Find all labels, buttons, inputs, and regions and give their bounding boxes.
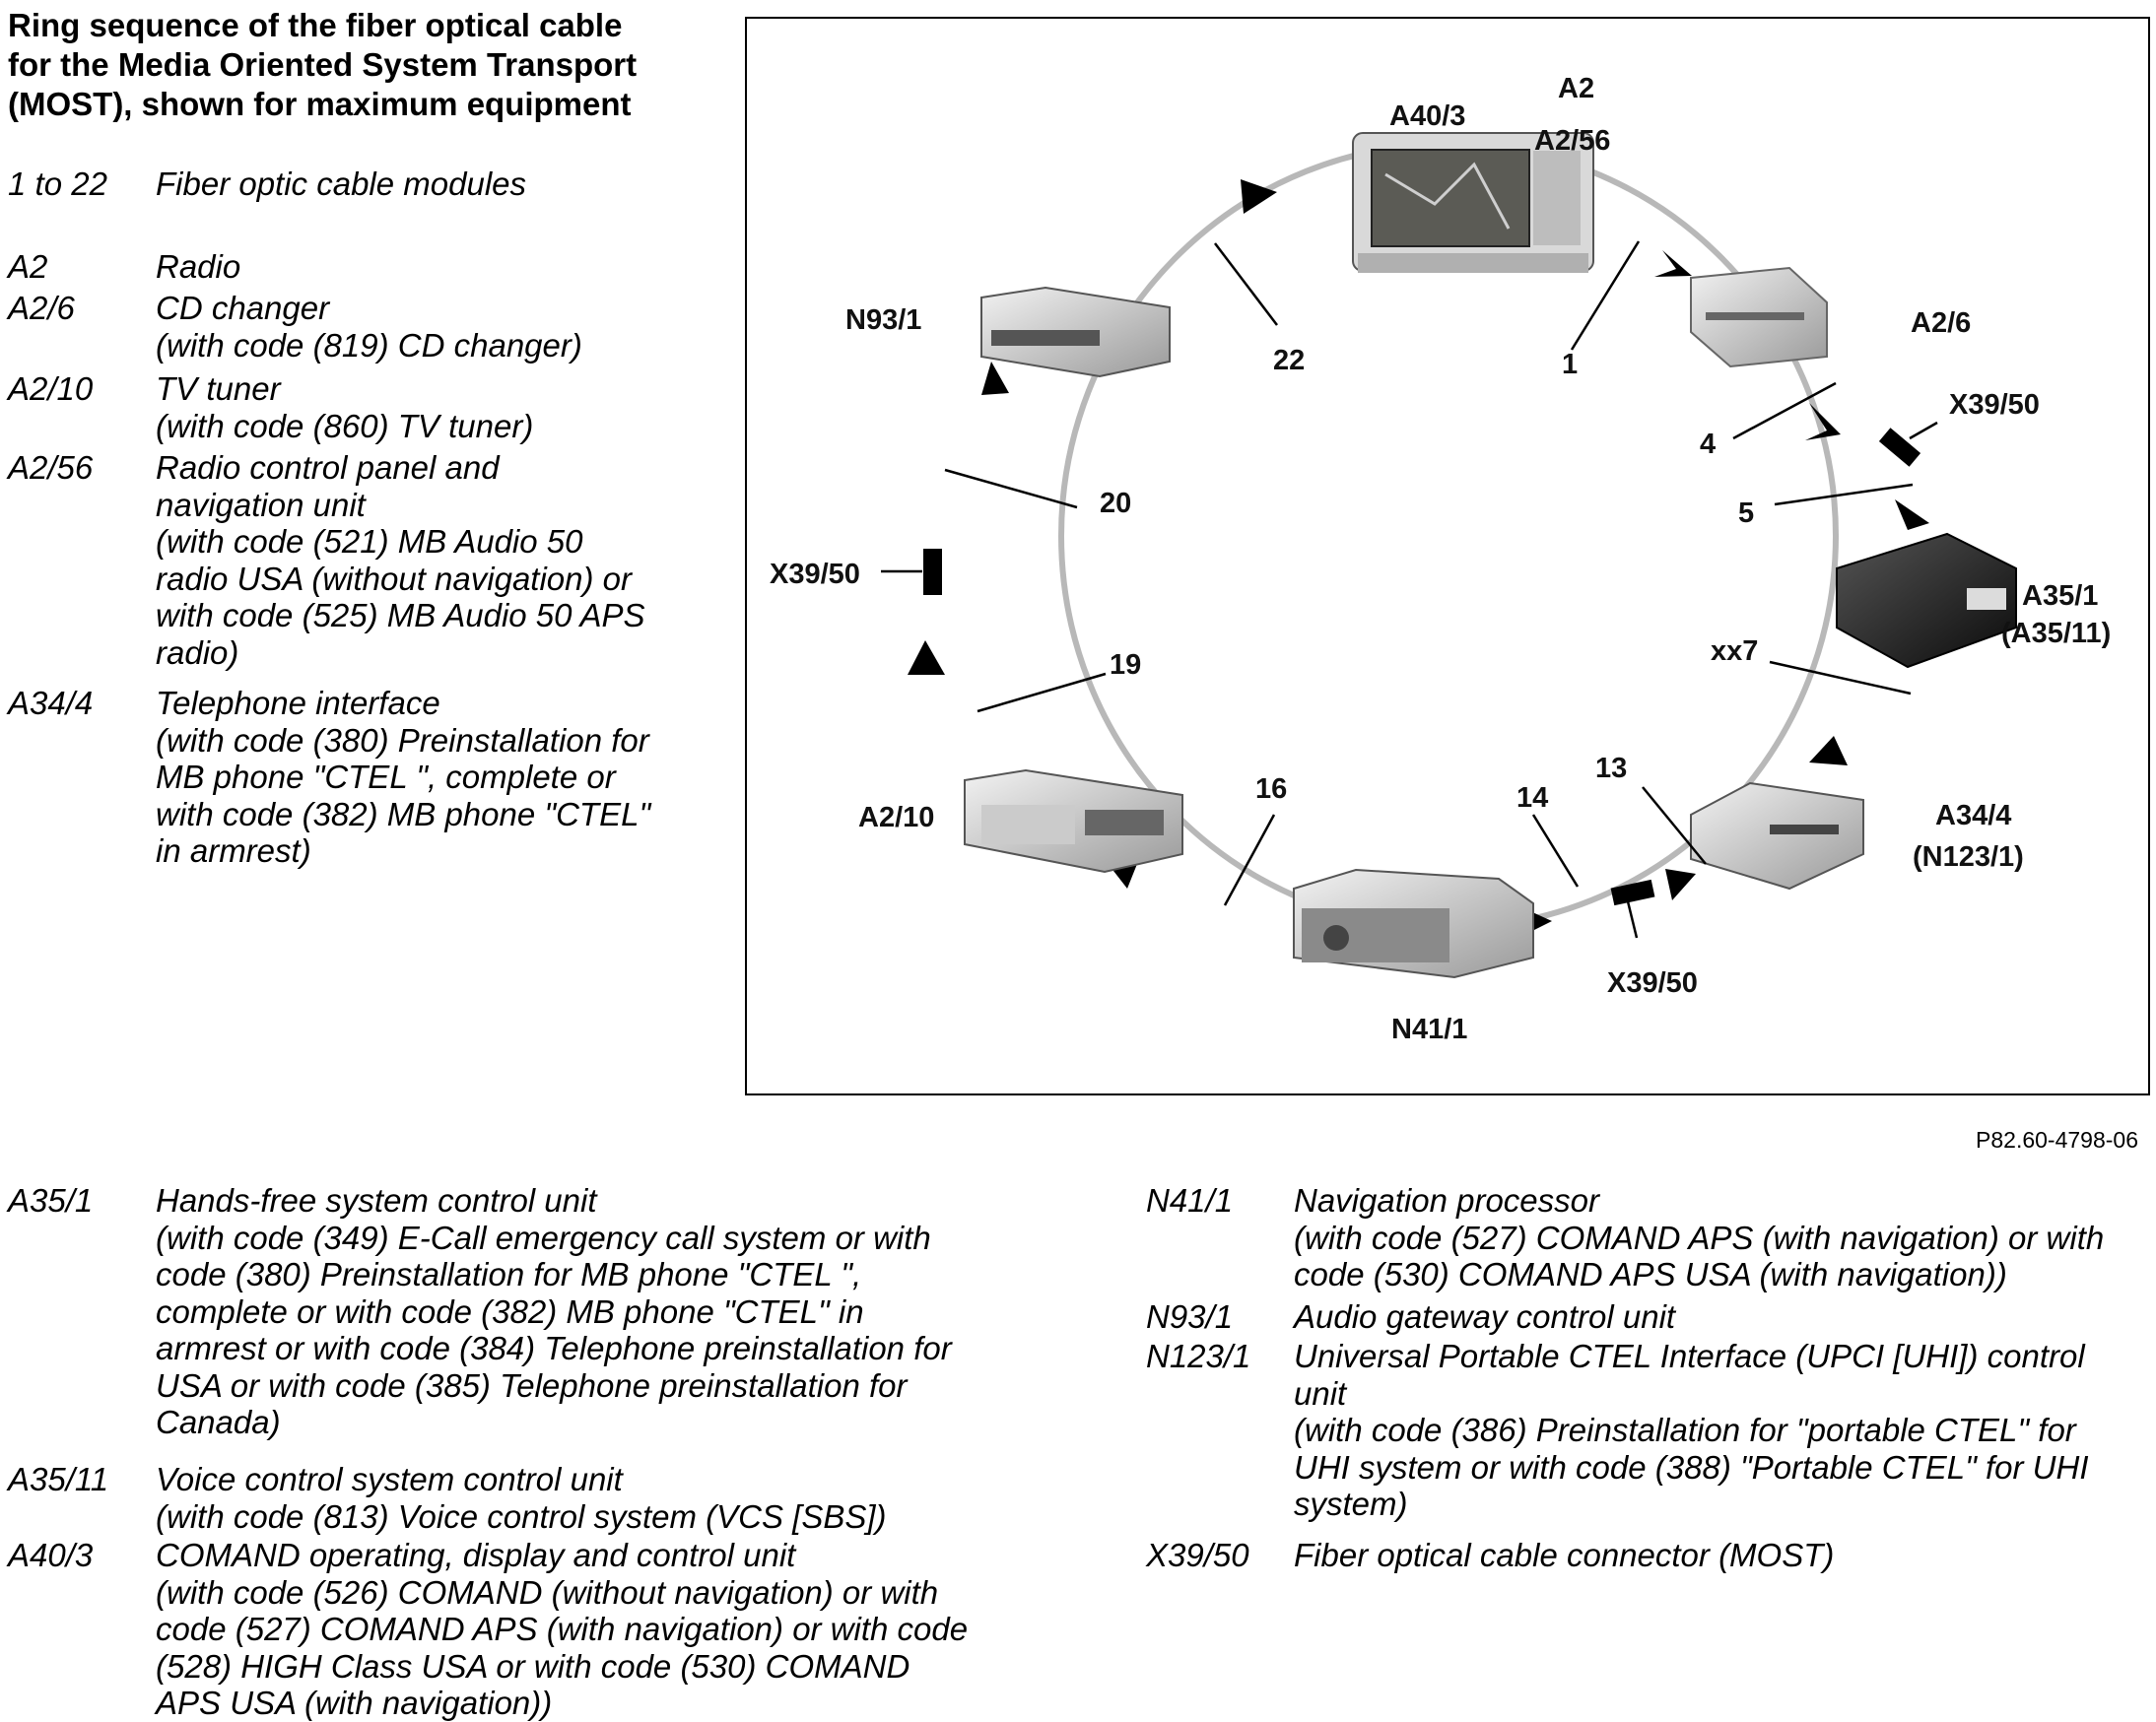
device-a40-3: [1352, 132, 1594, 273]
legend-code: N123/1: [1146, 1338, 1251, 1374]
legend-code: A35/11: [8, 1461, 109, 1497]
number-1: 1: [1562, 349, 1578, 380]
legend-description: Navigation processor (with code (527) CO…: [1294, 1182, 2105, 1292]
number-16: 16: [1255, 773, 1287, 805]
label-a2-6: A2/6: [1911, 307, 1971, 339]
label-n41-1: N41/1: [1391, 1014, 1467, 1045]
legend-description: Fiber optical cable connector (MOST): [1294, 1537, 1835, 1573]
connector-left: [923, 549, 942, 595]
page-title: Ring sequence of the fiber optical cable…: [8, 7, 638, 122]
legend-code: X39/50: [1146, 1537, 1249, 1573]
label-a35-1: A35/1: [2022, 580, 2098, 612]
label-a2-56: A2/56: [1534, 125, 1610, 157]
legend-description: Voice control system control unit (with …: [156, 1461, 887, 1535]
number-14: 14: [1516, 782, 1548, 814]
label-n93-1: N93/1: [845, 304, 921, 336]
label-a35-11: (A35/11): [2001, 618, 2111, 649]
legend-code: A40/3: [8, 1537, 94, 1573]
device-a35-1: [1836, 532, 2017, 669]
label-x39-50-left: X39/50: [770, 559, 860, 590]
legend-description: Hands-free system control unit (with cod…: [156, 1182, 952, 1440]
number-22: 22: [1273, 345, 1305, 376]
label-x39-50-bottom: X39/50: [1607, 967, 1698, 999]
label-a2: A2: [1558, 73, 1594, 104]
label-n123-1: (N123/1): [1913, 841, 2024, 873]
legend-description: COMAND operating, display and control un…: [156, 1537, 969, 1721]
legend-code: N41/1: [1146, 1182, 1234, 1219]
label-a40-3: A40/3: [1389, 100, 1465, 132]
legend-description: TV tuner (with code (860) TV tuner): [156, 370, 534, 444]
legend-code: A35/1: [8, 1182, 94, 1219]
legend-description: Radio: [156, 248, 241, 285]
number-19: 19: [1110, 649, 1141, 681]
legend-code: A2/6: [8, 290, 75, 326]
legend-description: Audio gateway control unit: [1294, 1298, 1676, 1335]
connector-top-right: [1878, 428, 1921, 467]
device-n93-1: [980, 286, 1171, 378]
leader-lines: [881, 240, 1938, 939]
label-a2-10: A2/10: [858, 802, 934, 833]
most-ring-diagram: A40/3 A2 A2/56 A2/6 X39/50 A35/1 (A35/11…: [745, 17, 2150, 1095]
number-4: 4: [1700, 429, 1716, 460]
number-5: 5: [1738, 497, 1754, 529]
label-x39-50-top: X39/50: [1949, 389, 2040, 421]
connector-bottom: [1610, 879, 1655, 906]
label-a34-4: A34/4: [1935, 800, 2011, 831]
legend-description: CD changer (with code (819) CD changer): [156, 290, 582, 364]
legend-code: A2/56: [8, 449, 94, 486]
number-20: 20: [1100, 488, 1131, 519]
legend-description: Universal Portable CTEL Interface (UPCI …: [1294, 1338, 2089, 1522]
legend-description: Fiber optic cable modules: [156, 166, 527, 202]
legend-code: A2/10: [8, 370, 94, 407]
number-13: 13: [1595, 753, 1627, 784]
legend-code: 1 to 22: [8, 166, 107, 202]
device-n41-1: [1293, 868, 1534, 979]
legend-code: A2: [8, 248, 48, 285]
legend-code: A34/4: [8, 685, 94, 721]
legend-code: N93/1: [1146, 1298, 1234, 1335]
legend-description: Telephone interface (with code (380) Pre…: [156, 685, 651, 869]
figure-reference: P82.60-4798-06: [1976, 1127, 2138, 1153]
device-a2-10: [964, 768, 1183, 874]
legend-description: Radio control panel and navigation unit …: [156, 449, 645, 671]
device-a34-4: [1690, 781, 1864, 891]
device-a2-6: [1690, 266, 1828, 368]
number-xx7: xx7: [1711, 635, 1758, 667]
